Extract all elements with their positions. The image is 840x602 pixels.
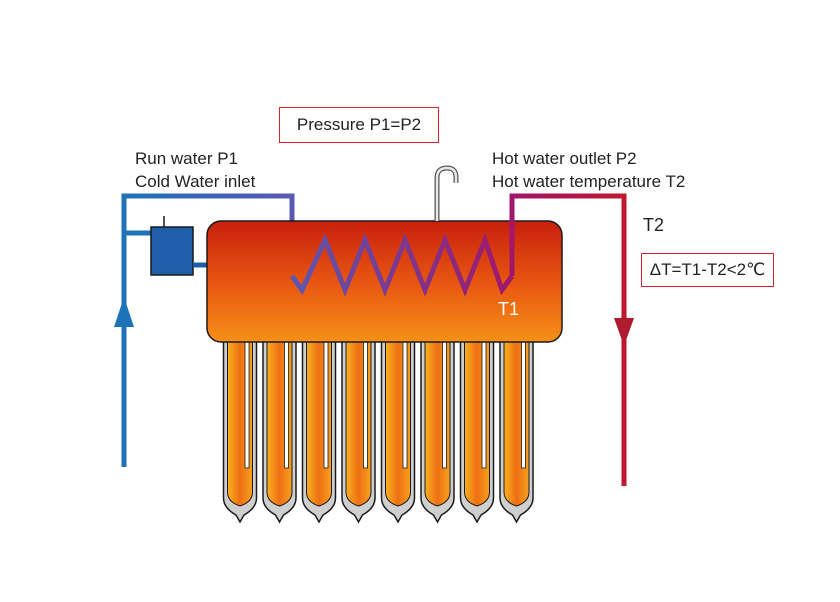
vacuum-tube [499,329,534,524]
cold-water-inlet-label: Cold Water inlet [135,172,256,191]
storage-tank [206,220,563,343]
expansion-tank [150,216,208,276]
hot-water-pipe [509,193,634,486]
t2-label: T2 [643,215,665,235]
vacuum-tube [341,329,376,524]
tube-highlight [442,329,447,469]
tube-highlight [402,329,408,469]
tube-highlight [323,329,329,469]
t1-label: T1 [498,299,520,319]
tube-highlight [363,329,368,469]
vacuum-tube [420,329,455,524]
vent-pipe [434,165,459,221]
hot-water-temperature-label: Hot water temperature T2 [492,172,686,191]
heat-exchange-coil [289,232,515,297]
cold-flow-arrow [114,297,134,327]
hot-water-outlet-label: Hot water outlet P2 [492,149,637,168]
temperature-delta-box: ΔT=T1-T2<2℃ [641,253,774,287]
run-water-label: Run water P1 [135,149,238,168]
tube-highlight [521,329,526,469]
tube-highlight [244,329,250,469]
hot-flow-arrow [614,318,634,346]
tube-highlight [481,329,487,469]
vacuum-tube [262,329,297,524]
tube-highlight [284,329,289,469]
pressure-equation-box: Pressure P1=P2 [279,107,439,143]
vacuum-tube [380,329,416,524]
vacuum-tube [301,329,337,524]
vacuum-tube [222,329,258,524]
vacuum-tube-array [222,329,534,524]
vacuum-tube [459,329,495,524]
